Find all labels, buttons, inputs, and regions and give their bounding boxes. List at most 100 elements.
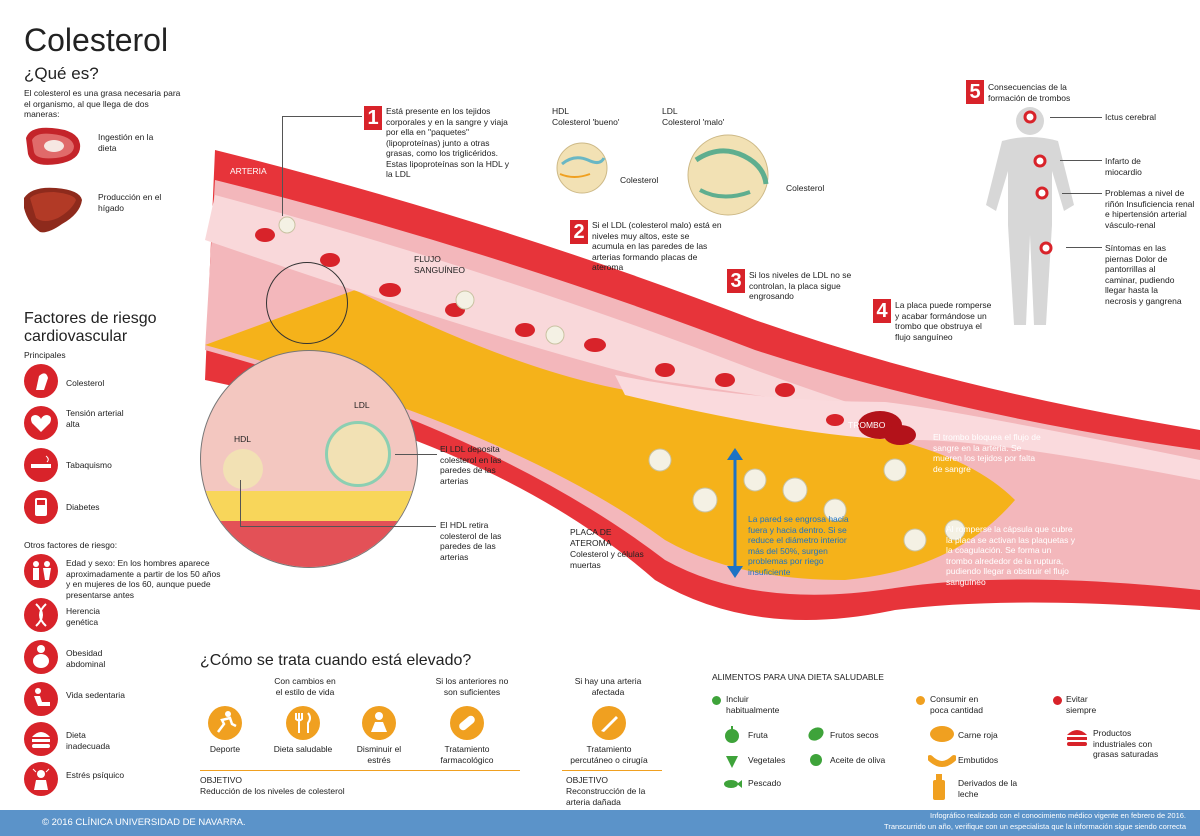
tratamiento-percutaneo: Tratamiento percutáneo o cirugía: [570, 744, 648, 765]
sausage-icon: [928, 755, 956, 767]
page-title: Colesterol: [24, 22, 169, 58]
factor-tension: Tensión arterial alta: [66, 408, 124, 429]
hdl-colesterol-label: Colesterol: [620, 175, 659, 185]
zoom-hdl-particle: [223, 449, 263, 489]
hdl-particle: [556, 142, 608, 194]
footer-note-2: Transcurrido un año, verifique con un es…: [884, 822, 1186, 831]
ictus-connector: [1050, 117, 1102, 118]
factor-dieta: Dieta inadecuada: [66, 730, 110, 751]
que-es-intro: El colesterol es una grasa necesaria par…: [24, 88, 181, 119]
consumir-carne: Carne roja: [958, 730, 998, 740]
tratamiento-group-3: Si hay una arteria afectada: [574, 676, 642, 697]
zoom-ldl-particle: [325, 421, 391, 487]
rinon-connector: [1062, 193, 1102, 194]
incluir-label: Incluir habitualmente: [726, 694, 780, 715]
consumir-derivados: Derivados de la leche: [958, 778, 1018, 799]
hdl-title: HDL: [552, 106, 570, 116]
consumir-dot: [916, 696, 925, 705]
objetivo-1-divider: [200, 770, 520, 771]
meat-icon: [930, 726, 954, 742]
step-1-connector-v: [282, 116, 283, 216]
footer-copyright: © 2016 CLÍNICA UNIVERSIDAD DE NAVARRA.: [42, 817, 246, 828]
piernas-label: Síntomas en las piernas Dolor de pantorr…: [1105, 243, 1182, 306]
objetivo-1-label: OBJETIVO: [200, 775, 243, 785]
zoom-hdl-label: HDL: [234, 434, 252, 444]
artery-illustration: [205, 150, 1200, 620]
capsula-text: Al romperse la cápsula que cubre la plac…: [946, 524, 1075, 587]
tratamiento-estres: Disminuir el estrés: [356, 744, 402, 765]
tratamiento-deporte: Deporte: [209, 744, 241, 754]
factor-herencia: Herencia genética: [66, 606, 101, 627]
tratamiento-farmacologico: Tratamiento farmacológico: [440, 744, 494, 765]
otros-factores-heading: Otros factores de riesgo:: [24, 540, 118, 550]
factor-colesterol: Colesterol: [66, 378, 105, 388]
ldl-colesterol-label: Colesterol: [786, 183, 825, 193]
trombo-text: El trombo bloquea el flujo de sangre en …: [933, 432, 1041, 474]
evitar-dot: [1053, 696, 1062, 705]
hdl-retira-connector: [240, 526, 436, 527]
zoom-source-circle: [266, 262, 348, 344]
steak-icon: [26, 127, 81, 165]
zoom-plaque-layer: [201, 491, 417, 521]
hamburger-icon: [1067, 730, 1087, 746]
trombo-label: TROMBO: [848, 420, 886, 430]
step-1-connector: [282, 116, 362, 117]
que-es-heading: ¿Qué es?: [24, 64, 99, 83]
hdl-retira-text: El HDL retira colesterol de las paredes …: [440, 520, 502, 562]
tratamiento-group-1: Con cambios en el estilo de vida: [274, 676, 336, 697]
arteria-label: ARTERIA: [230, 166, 267, 176]
incluir-aceite: Aceite de oliva: [830, 755, 886, 765]
hdl-sub: Colesterol 'bueno': [552, 117, 620, 127]
apple-icon: [725, 726, 739, 743]
piernas-connector: [1066, 247, 1102, 248]
burger-icon: [24, 722, 58, 756]
zoom-circle: [200, 350, 418, 568]
ldl-title: LDL: [662, 106, 678, 116]
objetivo-2-label: OBJETIVO: [566, 775, 609, 785]
step-2-text: Si el LDL (colesterol malo) está en nive…: [592, 220, 722, 272]
objetivo-2-text: Reconstrucción de la arteria dañada: [566, 786, 646, 807]
infarto-label: Infarto de miocardio: [1105, 156, 1142, 177]
hdl-retira-connector-v: [240, 480, 241, 526]
consumir-embutidos: Embutidos: [958, 755, 999, 765]
colesterol-factor-icon: [24, 364, 58, 398]
age-sex-icon: [24, 554, 58, 588]
tratamiento-group-2: Si los anteriores no son suficientes: [435, 676, 509, 697]
step-4-text: La placa puede romperse y acabar formánd…: [895, 300, 992, 342]
evitar-label: Evitar siempre: [1066, 694, 1097, 715]
incluir-pescado: Pescado: [748, 778, 782, 788]
factor-tabaquismo: Tabaquismo: [66, 460, 112, 470]
zoom-ldl-label: LDL: [354, 400, 370, 410]
rinon-label: Problemas a nivel de riñón Insuficiencia…: [1105, 188, 1195, 230]
objetivo-1-text: Reducción de los niveles de colesterol: [200, 786, 345, 796]
olive-icon: [810, 754, 822, 766]
step-1-number: 1: [364, 106, 382, 130]
dna-icon: [24, 598, 58, 632]
infarto-connector: [1060, 160, 1102, 161]
tratamiento-heading: ¿Cómo se trata cuando está elevado?: [200, 652, 472, 669]
cutlery-icon: [286, 706, 320, 740]
incluir-dot: [712, 696, 721, 705]
relax-icon: [362, 706, 396, 740]
sedentary-icon: [24, 682, 58, 716]
step-2-number: 2: [570, 220, 588, 244]
pill-icon: [450, 706, 484, 740]
footer-note-1: Infográfico realizado con el conocimient…: [930, 811, 1186, 820]
step-1-text: Está presente en los tejidos corporales …: [386, 106, 509, 179]
tratamiento-dieta: Dieta saludable: [273, 744, 333, 754]
consumir-label: Consumir en poca cantidad: [930, 694, 983, 715]
incluir-fruta: Fruta: [748, 730, 768, 740]
fish-icon: [724, 780, 742, 788]
step-3-number: 3: [727, 269, 745, 293]
glucometer-icon: [24, 490, 58, 524]
scalpel-icon: [592, 706, 626, 740]
incluir-frutos-secos: Frutos secos: [830, 730, 879, 740]
step-4-number: 4: [873, 299, 891, 323]
ldl-deposita-text: El LDL deposita colesterol en las parede…: [440, 444, 502, 486]
factores-principales: Principales: [24, 350, 66, 360]
factor-obesidad: Obesidad abdominal: [66, 648, 106, 669]
ldl-sub: Colesterol 'malo': [662, 117, 725, 127]
placa-label: PLACA DE ATEROMA: [570, 527, 612, 548]
factor-sedentaria: Vida sedentaria: [66, 690, 125, 700]
produccion-label: Producción en el hígado: [98, 192, 162, 213]
